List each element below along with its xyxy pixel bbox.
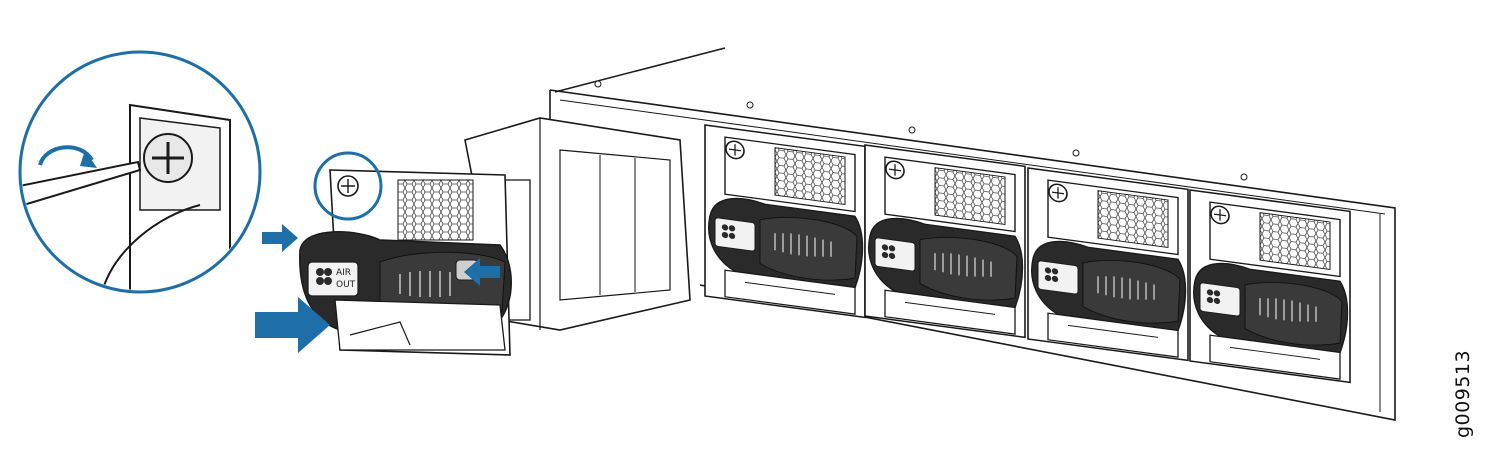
screw-callout-ring bbox=[313, 151, 383, 221]
fan-module-2 bbox=[864, 144, 1026, 339]
push-arrow-icon bbox=[262, 224, 298, 252]
fan-module-being-removed: AIR OUT bbox=[299, 117, 691, 356]
installed-fan-modules bbox=[704, 124, 1351, 384]
push-arrow-icon bbox=[464, 258, 500, 286]
fan-module-4 bbox=[1189, 189, 1351, 384]
push-arrow-icon bbox=[255, 297, 330, 353]
module-label-bottom: OUT bbox=[336, 280, 356, 290]
module-label-top: AIR bbox=[336, 268, 351, 278]
rotate-arrow-icon bbox=[38, 145, 97, 168]
direction-arrows bbox=[255, 224, 500, 353]
fan-module-1 bbox=[704, 124, 866, 319]
screwdriver-icon bbox=[22, 160, 142, 214]
screw-detail-inset bbox=[18, 50, 262, 294]
fan-module-3 bbox=[1027, 167, 1189, 362]
fan-icon bbox=[316, 268, 332, 285]
switch-chassis bbox=[549, 47, 1396, 421]
figure-id: g009513 bbox=[1452, 349, 1474, 438]
captive-screw-icon bbox=[337, 175, 359, 197]
